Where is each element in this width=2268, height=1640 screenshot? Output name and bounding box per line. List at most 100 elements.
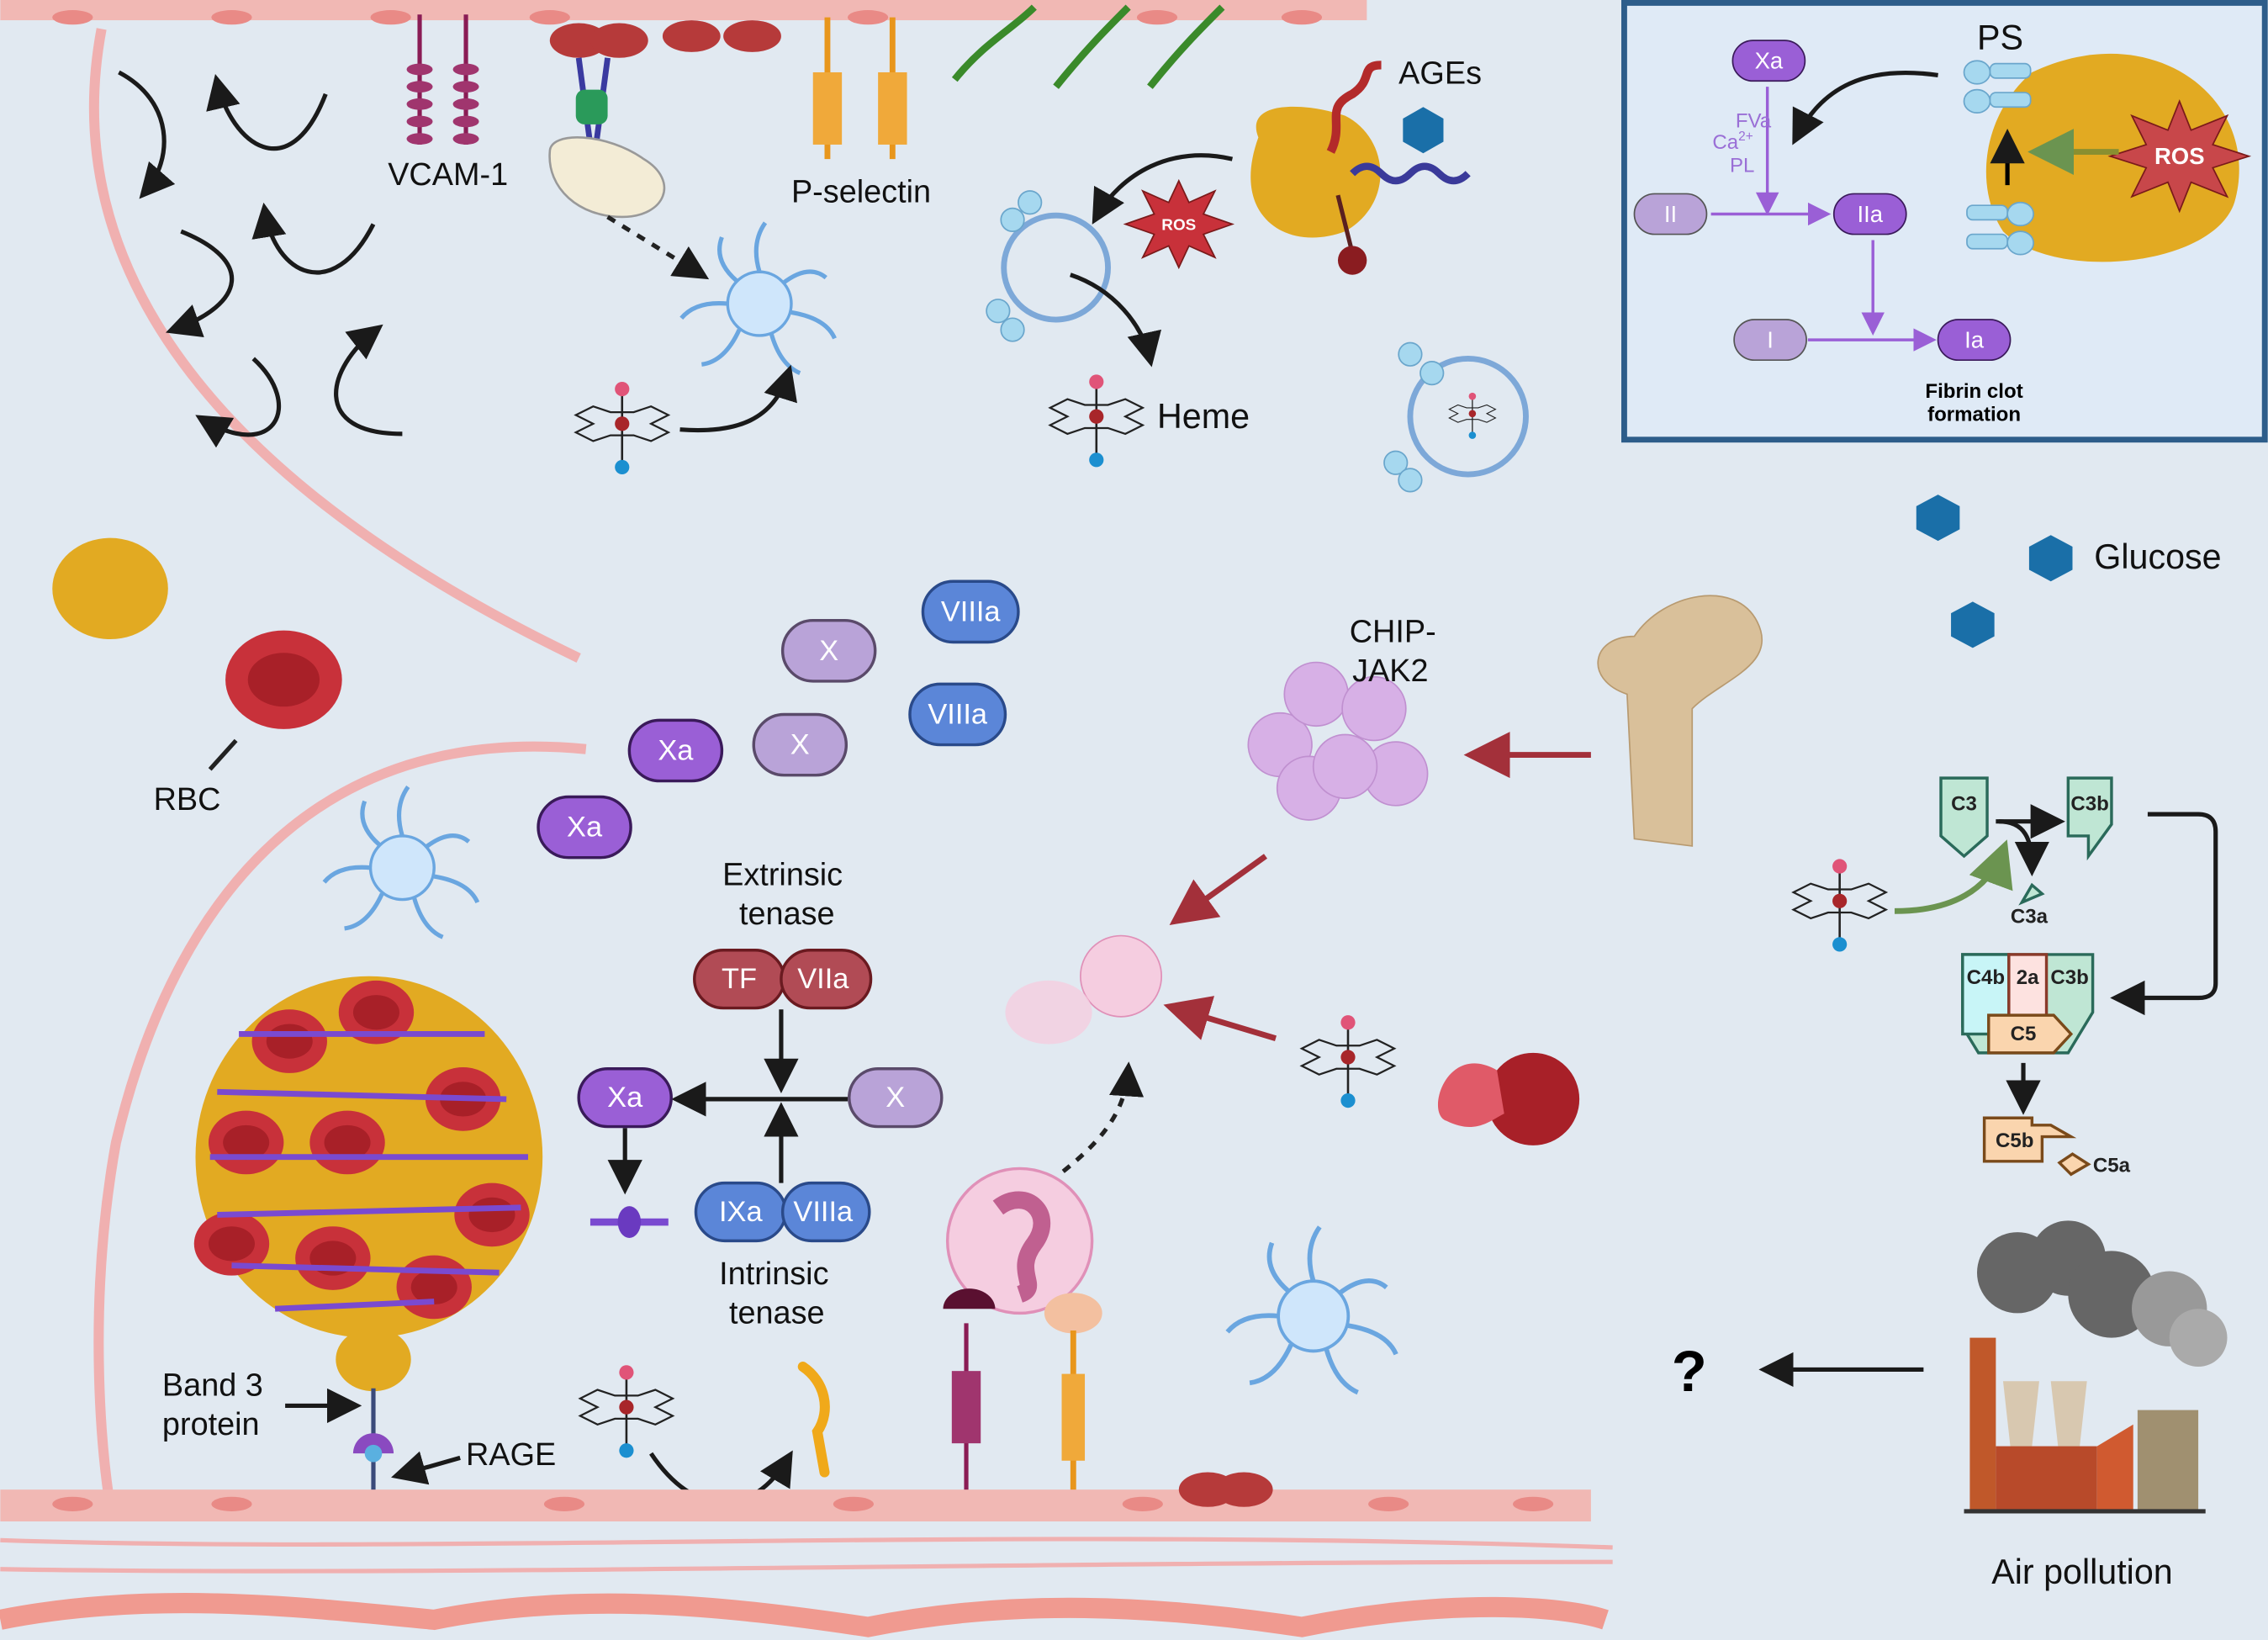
extrinsic-tenase-complex: TF VIIa: [693, 949, 873, 1010]
svg-text:I: I: [1767, 327, 1774, 353]
factor-ii: II: [1633, 193, 1708, 235]
svg-text:Xa: Xa: [1755, 48, 1784, 74]
extrinsic-tenase-label-2: tenase: [739, 897, 835, 932]
arrow-c3-c3a: [1998, 819, 2049, 877]
svg-text:Ia: Ia: [1964, 327, 1985, 353]
factor-xa-2: Xa: [537, 795, 632, 860]
svg-text:X: X: [790, 729, 810, 761]
svg-text:2a: 2a: [2017, 966, 2039, 989]
ages-label: AGEs: [1398, 56, 1482, 92]
ages-platelet: [1250, 61, 1471, 275]
c5a-fragment: [2057, 1152, 2091, 1177]
heme-label: Heme: [1157, 397, 1250, 436]
chip-jak2-cells: [1247, 661, 1429, 821]
rage-label: RAGE: [466, 1437, 556, 1473]
chip-label-2: JAK2: [1352, 653, 1428, 689]
complement-c3: C3: [1939, 776, 1989, 859]
rbc-label: RBC: [154, 782, 221, 817]
factor-x-3: X: [848, 1067, 944, 1129]
svg-text:X: X: [886, 1082, 905, 1114]
factor-xa-1: Xa: [627, 718, 724, 783]
c3a-fragment: [2018, 882, 2045, 906]
svg-text:X: X: [819, 635, 838, 667]
p-selectin-receptor: [812, 17, 907, 160]
svg-text:C5b: C5b: [1996, 1129, 2033, 1152]
ros-small-label: ROS: [1161, 217, 1196, 235]
tenase-arrows: [607, 1009, 849, 1195]
arrow-ros: [1092, 153, 1234, 225]
c5a-label: C5a: [2093, 1154, 2131, 1177]
arrow-chip-to-net: [1169, 854, 1267, 925]
svg-text:VIIIa: VIIIa: [793, 1196, 854, 1228]
vcam-1-label: VCAM-1: [388, 157, 508, 193]
arrow-to-heme: [1070, 272, 1161, 368]
factor-viiia-2: VIIIa: [908, 682, 1007, 747]
top-endothelium: [0, 0, 1367, 25]
blood-flow-arrows: [118, 70, 403, 448]
factor-iia: IIa: [1832, 193, 1907, 235]
svg-text:C4b: C4b: [1967, 966, 2005, 989]
rbc-pointer: [208, 738, 238, 771]
p-selectin-bottom: [1044, 1293, 1102, 1511]
dashed-arrow-activation: [606, 214, 710, 280]
neutrophil: [945, 1167, 1094, 1315]
collagen-fibers: [951, 4, 1225, 89]
bottom-endothelium: [0, 1472, 1613, 1637]
selectin-adhesion: [662, 20, 781, 52]
factory-icon: [1964, 1220, 2228, 1514]
factor-xa-inset: Xa: [1731, 40, 1806, 82]
svg-text:C3b: C3b: [2070, 793, 2108, 816]
ros-label: ROS: [2154, 143, 2205, 169]
complement-c5b: C5b: [1982, 1116, 2077, 1163]
svg-text:VIIIa: VIIIa: [928, 698, 988, 730]
tlr4-receptor: [797, 1361, 830, 1478]
svg-text:Xa: Xa: [567, 812, 603, 844]
factor-x-2: X: [752, 712, 849, 777]
p-selectin-label: P-selectin: [791, 175, 931, 210]
red-blood-cell: [225, 630, 342, 729]
coagulation-inset-panel: [1620, 0, 2268, 443]
arrow-hemolysis-to-net: [1163, 996, 1277, 1041]
svg-text:VIIIa: VIIIa: [941, 595, 1002, 627]
intrinsic-tenase-label-1: Intrinsic: [719, 1256, 828, 1292]
svg-text:TF: TF: [722, 963, 757, 995]
svg-text:II: II: [1664, 201, 1677, 227]
fibrin-clot-label-1: Fibrin clot: [1925, 380, 2022, 403]
arrow-c3b-convertase: [2110, 812, 2218, 1016]
vessel-wall-top: [88, 28, 581, 663]
fibrin-clot-label-2: formation: [1927, 403, 2021, 426]
extrinsic-tenase-label-1: Extrinsic: [722, 857, 843, 892]
svg-text:C3: C3: [1951, 793, 1977, 816]
fibrin-icon: [589, 1206, 669, 1238]
intrinsic-tenase-complex: IXa VIIIa: [694, 1181, 871, 1243]
factor-viiia-1: VIIIa: [921, 579, 1020, 644]
microvesicle: [986, 190, 1111, 342]
svg-text:VIIa: VIIa: [797, 963, 849, 995]
calcium-label: Ca2+: [1712, 130, 1753, 154]
svg-text:IIa: IIa: [1857, 201, 1883, 227]
vessel-wall-bottom: [93, 741, 587, 1498]
glucose-hexagon: [1403, 107, 1444, 154]
band3-label-2: protein: [162, 1407, 260, 1442]
question-mark: ?: [1672, 1339, 1707, 1404]
svg-text:C3b: C3b: [2050, 966, 2088, 989]
rage-arrow: [391, 1451, 461, 1485]
factor-i: I: [1733, 319, 1807, 362]
svg-text:Xa: Xa: [658, 734, 694, 766]
fva-label: FVa: [1736, 109, 1772, 132]
ros-burst-small: [1123, 178, 1235, 270]
integrin-adhesion: [548, 23, 666, 219]
psgl1-receptor: [943, 1288, 996, 1505]
arrow-heme-activation: [679, 364, 797, 433]
arrow-heme-complement: [1894, 839, 2013, 914]
c5-convertase: C4b 2a C3b C5: [1961, 953, 2095, 1055]
factor-ia: Ia: [1937, 319, 2012, 362]
svg-text:IXa: IXa: [719, 1196, 763, 1228]
chip-label-1: CHIP-: [1350, 614, 1436, 649]
ps-label: PS: [1977, 18, 2023, 56]
svg-text:C5: C5: [2011, 1023, 2037, 1045]
factor-xa-3: Xa: [577, 1067, 673, 1129]
complement-c3b: C3b: [2066, 776, 2113, 861]
hemolyzed-rbc: [1437, 1052, 1580, 1145]
